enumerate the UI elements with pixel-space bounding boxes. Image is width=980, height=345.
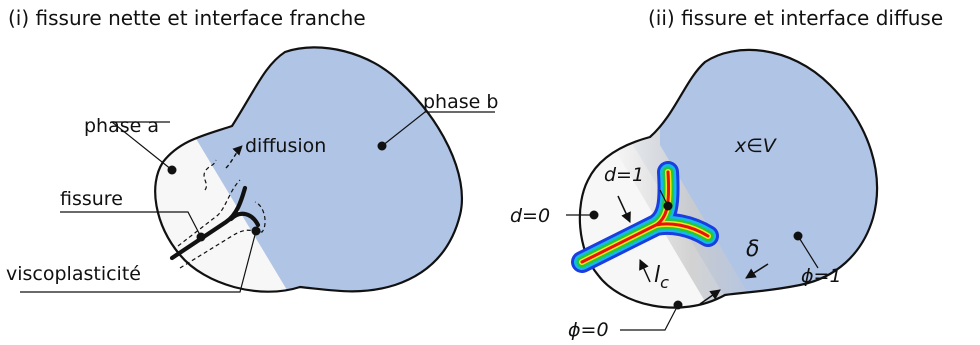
left-body (100, 20, 520, 320)
label-phase-a: phase a (84, 115, 159, 137)
label-phi-zero: ϕ=0 (568, 319, 609, 341)
label-lc-sub: c (660, 273, 669, 292)
label-d-one: d=1 (604, 164, 644, 186)
label-delta: δ (746, 237, 759, 262)
label-viscoplasticite: viscoplasticité (6, 263, 141, 285)
right-leader-phi-zero (620, 305, 678, 330)
label-phi-one: ϕ=1 (801, 265, 842, 287)
label-fissure: fissure (60, 188, 123, 210)
left-dot-viscoplasticite (252, 227, 261, 236)
label-diffusion: diffusion (245, 135, 326, 157)
label-phase-b: phase b (423, 91, 498, 113)
left-panel-title: (i) fissure nette et interface franche (8, 6, 366, 30)
right-panel-title: (ii) fissure et interface diffuse (648, 6, 943, 30)
label-x-in-v: x∈V (734, 135, 778, 157)
label-d-zero: d=0 (510, 205, 550, 227)
